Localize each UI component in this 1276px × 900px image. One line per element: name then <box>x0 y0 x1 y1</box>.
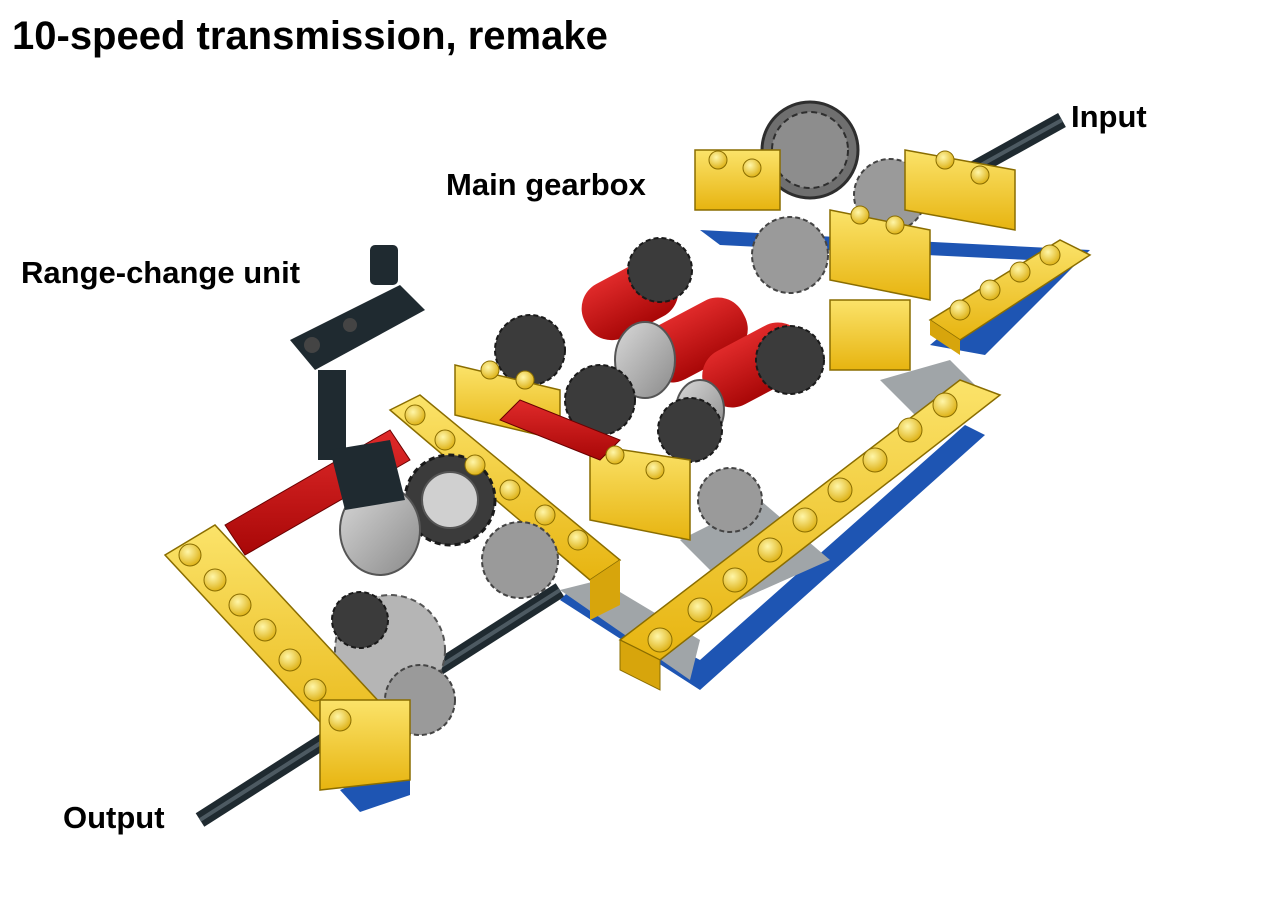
label-range-change-unit: Range-change unit <box>21 255 301 290</box>
range-shift-lever <box>290 245 425 510</box>
label-output: Output <box>63 800 165 835</box>
label-input: Input <box>1071 99 1147 134</box>
beam-studs <box>178 150 1061 732</box>
range-change-gears <box>331 453 559 736</box>
label-main-gearbox: Main gearbox <box>446 167 646 202</box>
diagram-title: 10-speed transmission, remake <box>12 14 608 58</box>
